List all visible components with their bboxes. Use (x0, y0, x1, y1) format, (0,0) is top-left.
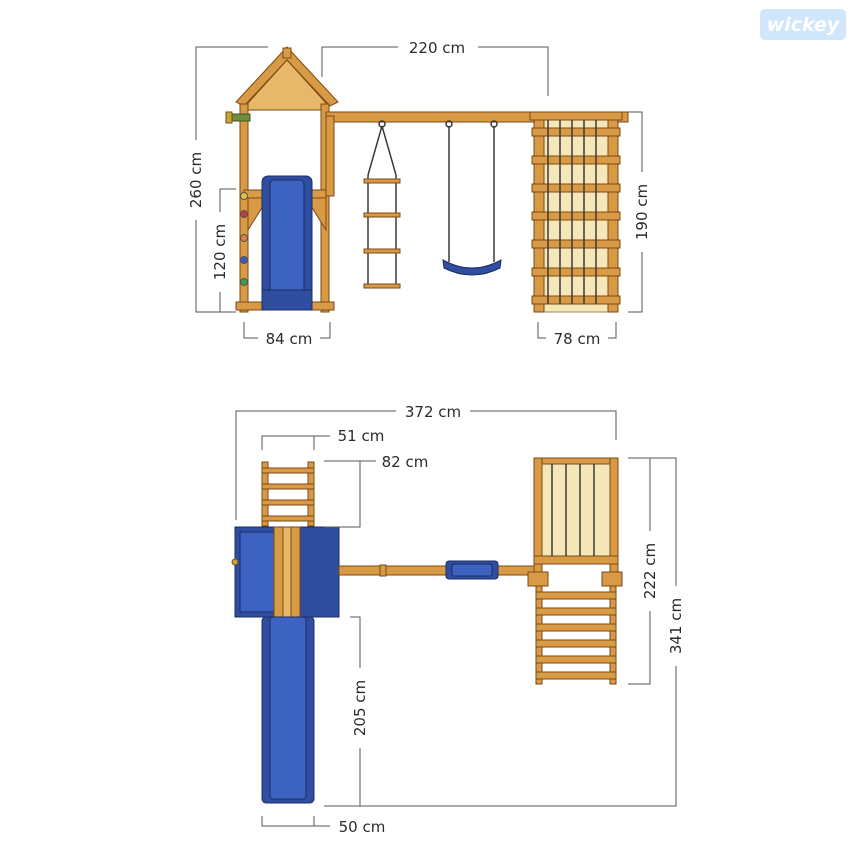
dim-total-height-label: 260 cm (187, 152, 205, 208)
telescope (225, 111, 251, 124)
ladder-top (261, 461, 315, 527)
dim-total-height: 260 cm (180, 46, 268, 313)
dim-climbing-wall-width-label: 78 cm (554, 330, 601, 348)
dim-platform-height-label: 120 cm (211, 224, 229, 280)
brand-logo: wickey (760, 9, 846, 40)
dim-ladder-length: 82 cm (324, 452, 434, 528)
dim-climbing-wall-width: 78 cm (537, 322, 617, 348)
top-view: 372 cm 51 cm 82 cm 222 cm 341 cm (231, 401, 692, 836)
dim-slide-width-label: 50 cm (339, 818, 386, 836)
slide-side (261, 175, 313, 311)
dim-total-length-label: 372 cm (405, 403, 461, 421)
climbing-wall-top (527, 457, 623, 685)
swing-seat (442, 120, 502, 276)
side-view: 260 cm 120 cm 220 cm 190 cm 84 cm (180, 37, 658, 348)
dim-climbing-wall-height-label: 190 cm (633, 184, 651, 240)
dim-climbing-wall-height: 190 cm (626, 111, 658, 313)
swing-beam (325, 111, 629, 197)
tower-roof (235, 46, 339, 111)
dim-ladder-width-label: 51 cm (338, 427, 385, 445)
dim-wall-depth-label: 222 cm (641, 543, 659, 599)
dim-ladder-width: 51 cm (261, 426, 390, 450)
dim-wall-depth: 222 cm (628, 457, 666, 685)
dim-total-length: 372 cm (235, 401, 617, 520)
swing-beam-top (338, 560, 536, 580)
dim-platform-height: 120 cm (204, 188, 236, 312)
dim-tower-width-label: 84 cm (266, 330, 313, 348)
climbing-wall-side (529, 111, 623, 313)
rope-ladder (363, 120, 401, 289)
dim-total-depth: 341 cm (360, 457, 692, 807)
dim-swing-beam: 220 cm (321, 37, 549, 96)
dim-total-depth-label: 341 cm (667, 598, 685, 654)
slide-top (261, 616, 315, 804)
dim-slide-length: 205 cm (324, 616, 376, 807)
brand-logo-text: wickey (767, 14, 841, 36)
dim-ladder-length-label: 82 cm (382, 453, 429, 471)
dim-slide-length-label: 205 cm (351, 680, 369, 736)
tower-roof-top (231, 526, 340, 618)
dim-slide-width: 50 cm (261, 816, 390, 836)
dim-swing-beam-label: 220 cm (409, 39, 465, 57)
dim-tower-width: 84 cm (243, 322, 331, 348)
tower-climbing-holds (240, 192, 248, 286)
